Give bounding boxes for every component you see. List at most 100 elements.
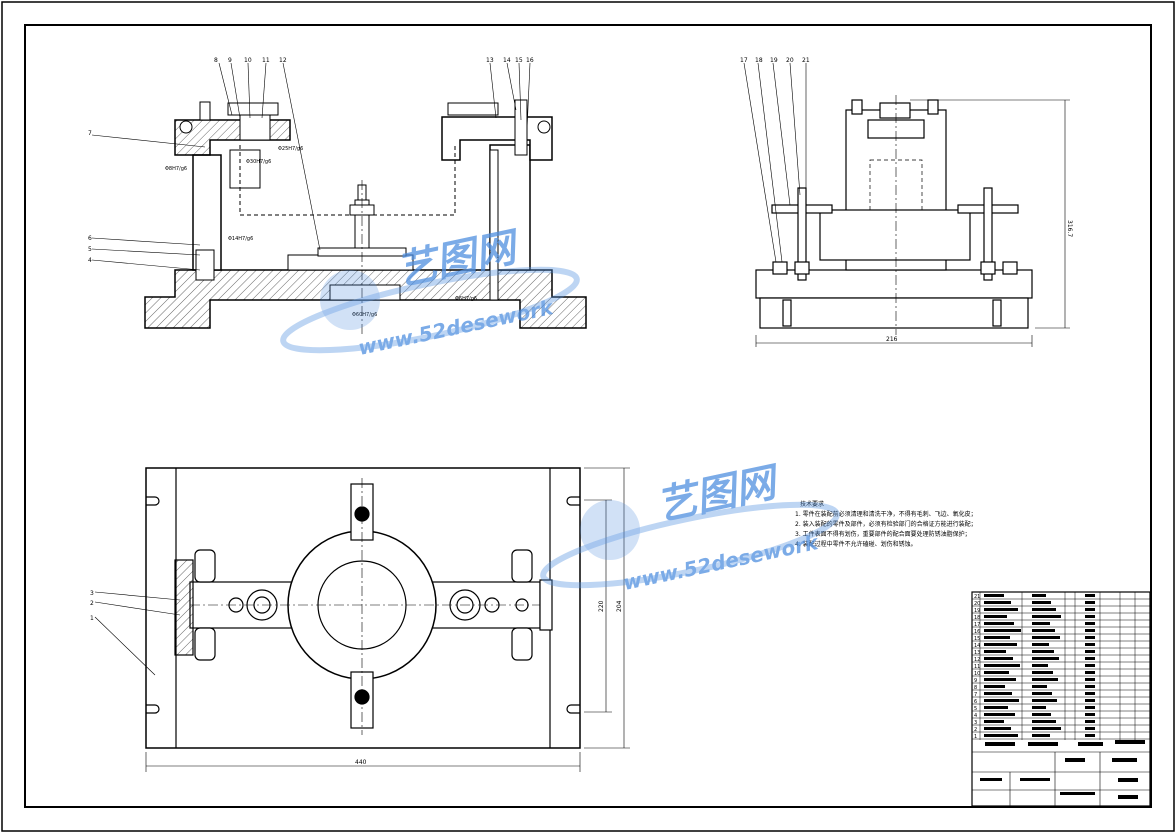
balloon-6: 6 — [88, 235, 92, 242]
balloon-14: 14 — [503, 57, 511, 64]
bom-row-code — [984, 720, 1004, 723]
top-cam-tl — [194, 549, 216, 583]
front-leaders — [91, 62, 531, 271]
bom-row-number: 19 — [974, 608, 980, 614]
side-hidden-bore — [869, 159, 923, 211]
bom-row-name — [1032, 601, 1051, 604]
bom-row-material — [1085, 713, 1095, 716]
bom-row-number: 18 — [974, 615, 980, 621]
bom-row-code — [984, 671, 1009, 674]
bom-row-code — [984, 706, 1008, 709]
balloon-8: 8 — [214, 57, 218, 64]
bom-row-code — [984, 713, 1015, 716]
tech-title: 技术要求 — [800, 500, 824, 508]
bom-row-number: 3 — [974, 720, 977, 726]
balloon-19: 19 — [770, 57, 778, 64]
side-bolt-left — [851, 99, 863, 115]
bom-row-material — [1085, 636, 1095, 639]
side-view — [743, 62, 1070, 347]
top-right-block — [539, 579, 553, 631]
bom-row-number: 6 — [974, 699, 977, 705]
bom-row-number: 9 — [974, 678, 977, 684]
inner-frame — [24, 24, 1152, 808]
fit-6: Φ6H7/g6 — [455, 296, 477, 302]
side-labels: 17 18 19 20 21 316.7 216 — [740, 57, 1073, 343]
bom-row-name — [1032, 692, 1052, 695]
balloon-15: 15 — [515, 57, 523, 64]
bom-row-name — [1032, 720, 1056, 723]
watermark-brand-2: 艺图网 — [653, 459, 786, 530]
bom-row-number: 2 — [974, 727, 977, 733]
dim-length-top: 440 — [355, 759, 367, 766]
bom-row-code — [984, 629, 1021, 632]
title-block-grid — [972, 751, 1150, 806]
bom-row-material — [1085, 594, 1095, 597]
top-left-block — [174, 559, 194, 656]
bom-row-number: 8 — [974, 685, 977, 691]
side-base-lower — [759, 297, 1029, 329]
bom-row-name — [1032, 615, 1061, 618]
fit-25: Φ25H7/g6 — [278, 146, 303, 152]
fit-30: Φ30H7/g6 — [246, 159, 271, 165]
tech-item-1: 1. 零件在装配前必须清理和清洗干净，不得有毛刺、飞边、氧化皮； — [795, 510, 977, 518]
top-cam-bl — [194, 627, 216, 661]
pivot-pin-left — [179, 120, 193, 134]
balloon-13: 13 — [486, 57, 494, 64]
bom-row-number: 10 — [974, 671, 980, 677]
tech-item-2: 2. 装入装配的零件及部件，必须有检验部门的合格证方能进行装配； — [795, 520, 977, 528]
bom-row-material — [1085, 643, 1095, 646]
bom-row-code — [984, 734, 1018, 737]
watermark-site-2: www.52desework — [621, 530, 822, 595]
bom-row-material — [1085, 706, 1095, 709]
balloon-3: 3 — [90, 590, 94, 597]
bom-row-code — [984, 608, 1018, 611]
bom-row-number: 20 — [974, 601, 980, 607]
title-block-marks — [980, 740, 1145, 799]
bom-row-number: 15 — [974, 636, 980, 642]
bom-row-code — [984, 657, 1013, 660]
watermark-globe-2 — [580, 500, 640, 560]
bom-row-material — [1085, 629, 1095, 632]
bom-row-name — [1032, 664, 1048, 667]
dim-height-side: 316.7 — [1066, 220, 1073, 237]
side-nut-r2 — [1002, 261, 1018, 275]
bom-row-number: 1 — [974, 734, 977, 740]
bom-row-material — [1085, 615, 1095, 618]
bom-row-name — [1032, 713, 1051, 716]
front-balloons: 8 9 10 11 12 13 14 15 16 7 6 5 4 — [88, 57, 534, 264]
clamp-knob-left — [227, 102, 279, 116]
top-leaders — [94, 591, 181, 676]
watermark-globe-1 — [320, 270, 380, 330]
bom-row-number: 13 — [974, 650, 980, 656]
bom-row-name — [1032, 678, 1058, 681]
bom-row-name — [1032, 594, 1046, 597]
clamp-knob-right — [447, 102, 499, 116]
balloon-12: 12 — [279, 57, 287, 64]
bom-row-material — [1085, 657, 1095, 660]
slot-bl — [146, 704, 160, 714]
tech-requirements: 技术要求 1. 零件在装配前必须清理和清洗干净，不得有毛刺、飞边、氧化皮； 2.… — [795, 500, 977, 548]
bom-row-number: 21 — [974, 594, 980, 600]
tech-item-3: 3. 工件表面不得有划伤，重要部件的配合面要处理防锈油脂保护； — [795, 530, 971, 538]
side-leaders — [743, 62, 807, 263]
hidden-bushing — [229, 149, 261, 189]
bom-row-name — [1032, 734, 1050, 737]
bom-row-code — [984, 636, 1010, 639]
bom-row-material — [1085, 664, 1095, 667]
dim-width-side: 216 — [886, 336, 898, 343]
clamp-screw-left — [239, 114, 271, 141]
bom-columns — [979, 592, 1136, 740]
fit-8: Φ8H7/g6 — [165, 166, 187, 172]
side-mid-body — [819, 209, 971, 261]
top-dimensions — [145, 467, 630, 772]
right-screw — [514, 99, 528, 156]
bom-row-number: 17 — [974, 622, 980, 628]
bom-row-number: 14 — [974, 643, 980, 649]
bom-row-name — [1032, 636, 1060, 639]
bom-row-material — [1085, 622, 1095, 625]
center-bore — [329, 284, 401, 301]
bom-row-material — [1085, 699, 1095, 702]
bom-frame — [971, 591, 1151, 807]
bom-row-material — [1085, 601, 1095, 604]
